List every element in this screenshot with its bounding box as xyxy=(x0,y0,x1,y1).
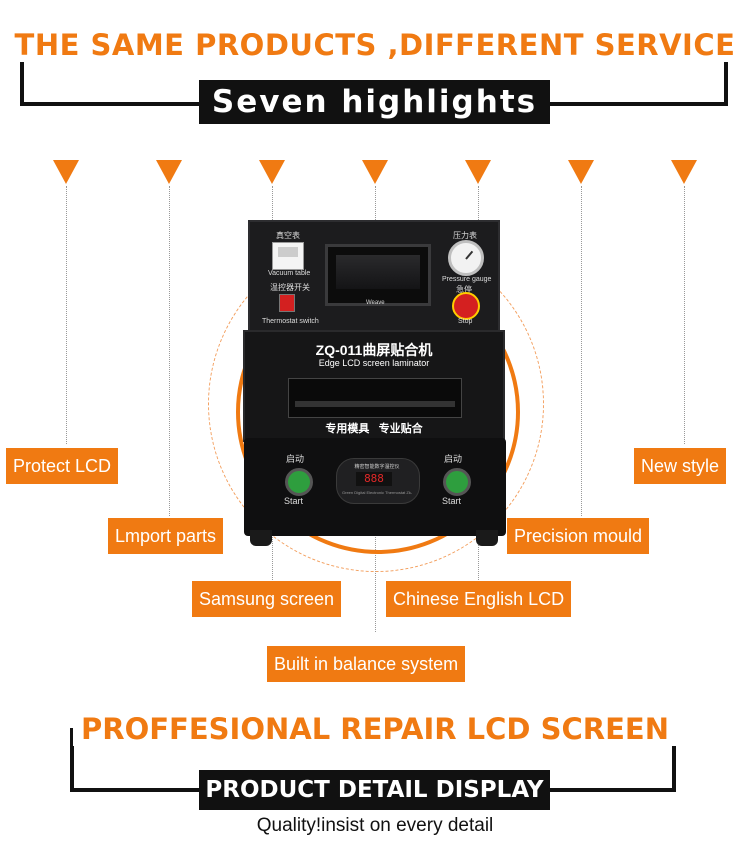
pressure-label-en: Pressure gauge xyxy=(442,276,492,283)
feature-protect-lcd: Protect LCD xyxy=(6,448,119,484)
pointer-triangle-icon xyxy=(259,160,285,184)
vacuum-meter-icon xyxy=(272,242,304,270)
slogan: 专用模具 专业贴合 xyxy=(325,423,423,435)
pointer-triangle-icon xyxy=(568,160,594,184)
start-label-en-left: Start xyxy=(284,496,304,506)
header-title-text: THE SAME PRODUCTS ,DIFFERENT SERVICE xyxy=(6,28,744,62)
header-title: THE SAME PRODUCTS ,DIFFERENT SERVICE xyxy=(0,28,750,62)
pointer-triangle-icon xyxy=(156,160,182,184)
feature-import-parts: Lmport parts xyxy=(108,518,224,554)
base-foot-left xyxy=(250,530,272,546)
pressure-label-cn: 压力表 xyxy=(453,231,477,240)
pointer-triangle-icon xyxy=(53,160,79,184)
vacuum-label-cn: 真空表 xyxy=(276,231,300,240)
footer-tagline: Quality!insist on every detail xyxy=(256,815,494,836)
feature-balance-system: Built in balance system xyxy=(267,646,466,682)
display-title: 精密智能数字温控仪 xyxy=(354,464,400,470)
model-name: ZQ-011曲屏贴合机 xyxy=(315,342,433,358)
feature-precision-mould: Precision mould xyxy=(507,518,650,554)
pointer-triangle-icon xyxy=(465,160,491,184)
start-button-right[interactable] xyxy=(443,468,471,496)
vacuum-label-en: Vacuum table xyxy=(268,270,311,277)
footer-subtitle: PRODUCT DETAIL DISPLAY xyxy=(199,770,550,810)
start-label-cn-right: 启动 xyxy=(444,454,463,464)
laminator-window xyxy=(288,378,462,418)
thermostat-label-cn: 温控器开关 xyxy=(270,283,310,292)
touch-screen[interactable] xyxy=(325,244,431,306)
model-name-en: Edge LCD screen laminator xyxy=(318,358,430,368)
feature-new-style: New style xyxy=(634,448,727,484)
feature-chinese-english-lcd: Chinese English LCD xyxy=(386,581,572,617)
pointer-triangle-icon xyxy=(362,160,388,184)
screen-label: Weave xyxy=(366,300,385,306)
feature-samsung-screen: Samsung screen xyxy=(192,581,342,617)
stop-label-en: Stop xyxy=(458,318,473,325)
thermostat-label-en: Thermostat switch xyxy=(262,318,319,325)
emergency-stop-button[interactable] xyxy=(452,292,480,320)
start-label-cn-left: 启动 xyxy=(286,454,305,464)
footer-title: PROFFESIONAL REPAIR LCD SCREEN xyxy=(0,712,750,746)
thermostat-switch[interactable] xyxy=(279,294,295,312)
display-value: 888 xyxy=(356,472,392,486)
stop-label-cn: 急停 xyxy=(456,285,472,294)
guide-line xyxy=(169,186,170,516)
guide-line xyxy=(581,186,582,516)
header-subtitle: Seven highlights xyxy=(199,80,550,124)
start-button-left[interactable] xyxy=(285,468,313,496)
guide-line xyxy=(66,186,67,444)
pressure-gauge-icon xyxy=(448,240,484,276)
footer-title-text: PROFFESIONAL REPAIR LCD SCREEN xyxy=(72,712,677,746)
guide-line xyxy=(684,186,685,444)
pointer-triangle-icon xyxy=(671,160,697,184)
display-sub: Green Digital Electronic Thermostat Zk-4… xyxy=(342,490,412,495)
start-label-en-right: Start xyxy=(442,496,462,506)
base-foot-right xyxy=(476,530,498,546)
